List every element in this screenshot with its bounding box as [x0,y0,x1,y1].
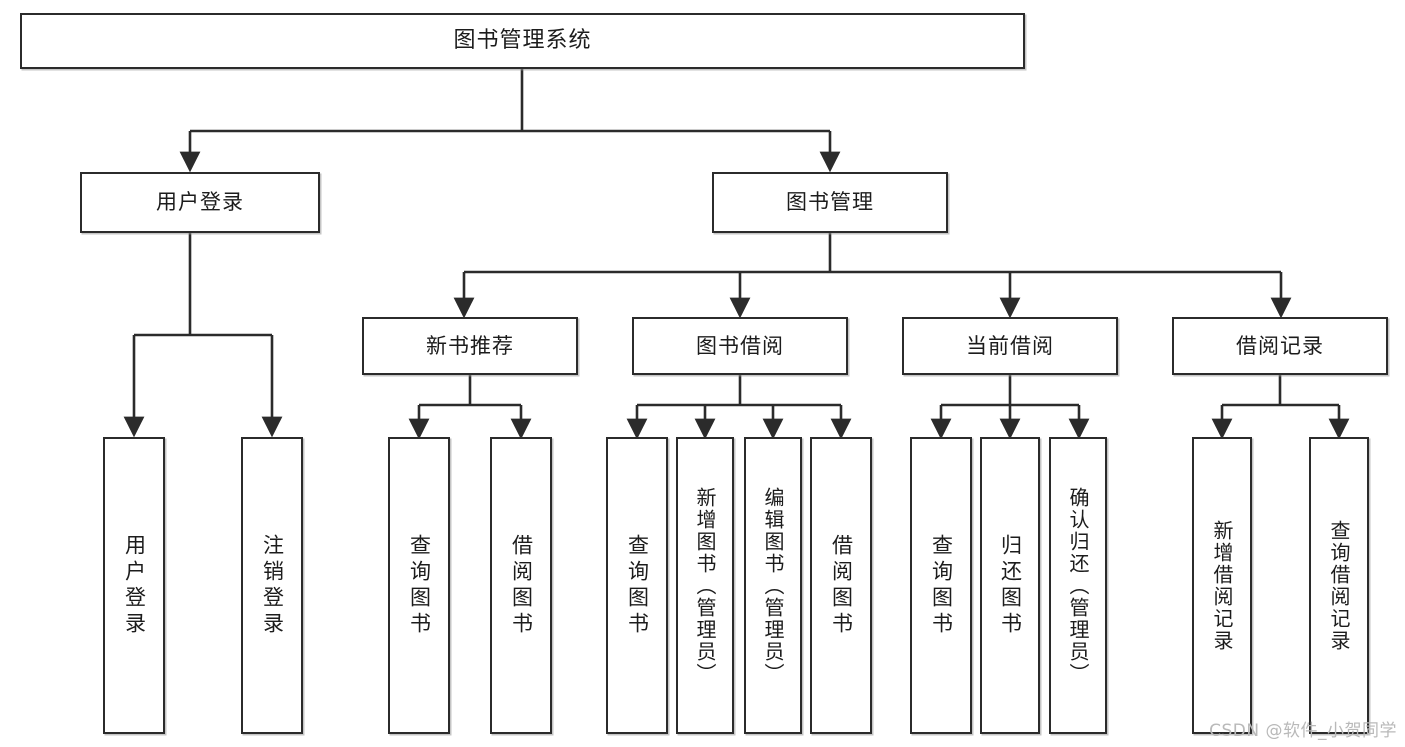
node-book-management[interactable]: 图书管理 [712,172,948,233]
leaf-add-book-admin[interactable]: 新增图书（管理员） [676,437,734,734]
node-label: 当前借阅 [966,333,1054,358]
leaf-label: 查询图书 [407,533,432,638]
leaf-label: 新增图书（管理员） [693,486,717,685]
leaf-label: 查询图书 [625,533,650,638]
leaf-label: 查询借阅记录 [1327,519,1351,652]
leaf-add-borrow-record[interactable]: 新增借阅记录 [1192,437,1252,734]
leaf-label: 借阅图书 [509,533,534,638]
node-label: 图书管理 [786,190,874,215]
leaf-label: 用户登录 [122,533,147,638]
leaf-return-book[interactable]: 归还图书 [980,437,1040,734]
node-label: 图书借阅 [696,333,784,358]
leaf-query-book-current[interactable]: 查询图书 [910,437,972,734]
leaf-label: 确认归还（管理员） [1066,486,1090,685]
node-label: 借阅记录 [1236,333,1324,358]
node-label: 图书管理系统 [453,28,592,54]
leaf-label: 借阅图书 [829,533,854,638]
leaf-label: 注销登录 [260,533,285,638]
leaf-borrow-book-recommend[interactable]: 借阅图书 [490,437,552,734]
node-user-login[interactable]: 用户登录 [80,172,320,233]
leaf-user-login[interactable]: 用户登录 [103,437,165,734]
node-borrow-record[interactable]: 借阅记录 [1172,317,1388,375]
leaf-confirm-return-admin[interactable]: 确认归还（管理员） [1049,437,1107,734]
csdn-watermark: CSDN @软件_小贺同学 [1209,721,1397,741]
leaf-label: 编辑图书（管理员） [761,486,785,685]
node-current-borrow[interactable]: 当前借阅 [902,317,1118,375]
leaf-edit-book-admin[interactable]: 编辑图书（管理员） [744,437,802,734]
leaf-query-book-recommend[interactable]: 查询图书 [388,437,450,734]
node-new-book-recommend[interactable]: 新书推荐 [362,317,578,375]
node-label: 用户登录 [156,190,244,215]
leaf-label: 归还图书 [998,533,1023,638]
node-label: 新书推荐 [426,333,514,358]
leaf-logout[interactable]: 注销登录 [241,437,303,734]
node-book-borrow[interactable]: 图书借阅 [632,317,848,375]
leaf-query-borrow-record[interactable]: 查询借阅记录 [1309,437,1369,734]
leaf-borrow-book[interactable]: 借阅图书 [810,437,872,734]
node-root-system[interactable]: 图书管理系统 [20,13,1025,69]
leaf-query-book-borrow[interactable]: 查询图书 [606,437,668,734]
leaf-label: 查询图书 [929,533,954,638]
leaf-label: 新增借阅记录 [1210,519,1234,652]
